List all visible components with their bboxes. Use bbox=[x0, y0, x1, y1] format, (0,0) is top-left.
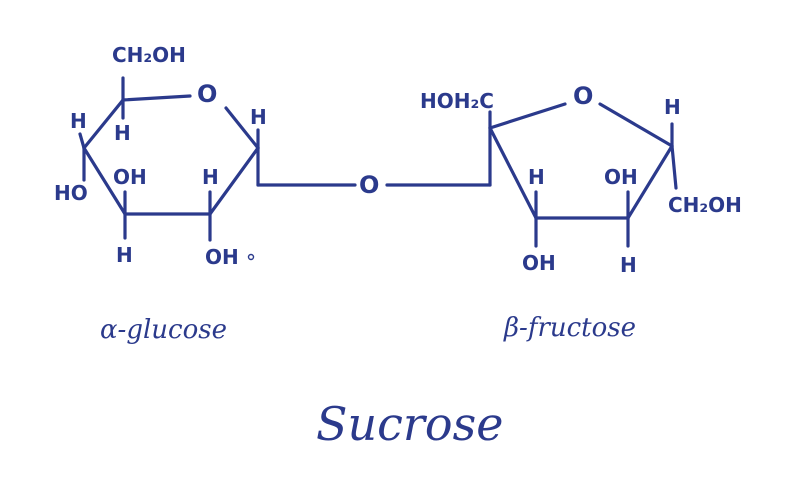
fructose-bond-o-c5 bbox=[598, 102, 674, 148]
glucose-c2-oh-label: OH bbox=[205, 245, 239, 269]
glucose-c2-h-label: H bbox=[202, 165, 219, 189]
fructose-c4-h-label: H bbox=[620, 253, 637, 277]
glucose-bond-o-c1 bbox=[224, 106, 260, 150]
fructose-bond-c4-c5 bbox=[626, 144, 674, 220]
fructose-c3-oh-label: OH bbox=[522, 251, 556, 275]
glucose-c1-h-label: H bbox=[250, 105, 267, 129]
glucose-oh-dot bbox=[247, 253, 255, 261]
glucose-bond-c5-c4 bbox=[82, 98, 125, 150]
glucose-ring-oxygen-label: O bbox=[197, 80, 217, 108]
glucose-ch2oh-label: CH₂OH bbox=[112, 43, 186, 67]
fructose-ring-oxygen-label: O bbox=[573, 82, 593, 110]
glucose-ring bbox=[78, 76, 357, 242]
fructose-bond-c2-o bbox=[488, 102, 567, 130]
fructose-c4-oh-label: OH bbox=[604, 165, 638, 189]
fructose-hoh2c-label: HOH₂C bbox=[420, 89, 494, 113]
glucose-bond-c5-o bbox=[121, 94, 192, 102]
fructose-bond-c2-c3 bbox=[488, 126, 538, 220]
fructose-c5-h-label: H bbox=[664, 95, 681, 119]
glucose-bond-c2-c1 bbox=[208, 146, 260, 216]
fructose-ring bbox=[385, 102, 678, 248]
fructose-bond-c5-ch2oh bbox=[670, 144, 678, 190]
glucose-bond-c4-h bbox=[78, 132, 86, 150]
diagram-title: Sucrose bbox=[316, 397, 503, 451]
glycosidic-oxygen-label: O bbox=[359, 171, 379, 199]
fructose-name-label: β-fructose bbox=[503, 313, 636, 343]
glucose-c5-h-label: H bbox=[114, 121, 131, 145]
glucose-c3-oh-label: OH bbox=[113, 165, 147, 189]
fructose-c3-h-label: H bbox=[528, 165, 545, 189]
fructose-ch2oh-label: CH₂OH bbox=[668, 193, 742, 217]
glucose-c4-ho-label: HO bbox=[54, 181, 88, 205]
glucose-name-label: α-glucose bbox=[100, 315, 227, 345]
glucose-c4-h-label: H bbox=[70, 109, 87, 133]
glucose-bond-c4-c3 bbox=[82, 146, 127, 216]
glucose-c3-h-label: H bbox=[116, 243, 133, 267]
